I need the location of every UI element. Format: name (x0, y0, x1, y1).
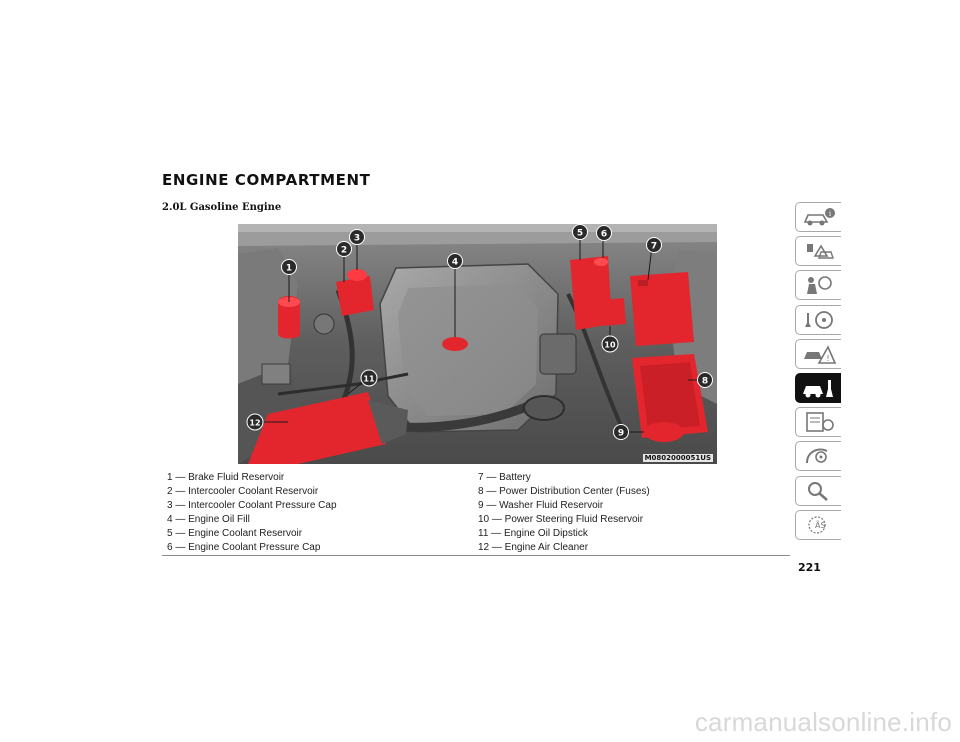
legend-item: 6 — Engine Coolant Pressure Cap (167, 541, 321, 553)
tab-languages[interactable]: ÃS (795, 509, 841, 540)
legend-item: 1 — Brake Fluid Reservoir (167, 472, 285, 483)
callout-label: 1 (286, 264, 292, 274)
callout-7: 7 (646, 237, 662, 253)
svg-text:!: ! (826, 354, 829, 363)
figure-code: M0802000051US (642, 454, 713, 462)
chapter-tabs: i ! (795, 202, 841, 544)
steering-wheel-icon (805, 310, 833, 329)
warning-lights-icon (807, 244, 834, 259)
callout-12: 12 (246, 413, 264, 431)
engine-compartment-figure: 1 2 3 4 5 6 7 8 9 10 11 12 M0802000051US (238, 224, 717, 464)
specifications-icon (806, 412, 834, 432)
callout-5: 5 (572, 224, 588, 240)
callout-label: 7 (651, 242, 657, 252)
callout-label: 2 (341, 246, 347, 256)
callout-10: 10 (601, 335, 619, 353)
callout-label: 3 (354, 234, 360, 244)
tab-getting-to-know-vehicle[interactable]: i (795, 202, 841, 232)
tab-in-case-of-emergency[interactable]: ! (795, 338, 841, 369)
callout-label: 11 (363, 375, 375, 384)
legend-item: 4 — Engine Oil Fill (167, 513, 250, 525)
callout-label: 8 (702, 377, 708, 387)
callout-label: 10 (604, 341, 616, 350)
legend-item: 5 — Engine Coolant Reservoir (167, 527, 303, 539)
legend-item: 3 — Intercooler Coolant Pressure Cap (167, 499, 337, 511)
tab-technical-specifications[interactable] (795, 407, 841, 438)
section-subtitle: 2.0L Gasoline Engine (162, 202, 282, 213)
legend: 1 — Brake Fluid Reservoir 2 — Intercoole… (162, 471, 790, 556)
callout-label: 4 (452, 258, 458, 268)
emergency-icon: ! (804, 344, 837, 364)
legend-item: 8 — Power Distribution Center (Fuses) (478, 485, 650, 497)
tab-multimedia[interactable] (795, 441, 841, 472)
legend-item: 2 — Intercooler Coolant Reservoir (167, 485, 319, 497)
callout-6: 6 (596, 225, 612, 241)
page-number: 221 (798, 561, 821, 574)
callout-4: 4 (447, 253, 463, 269)
tab-servicing-maintenance[interactable] (795, 372, 841, 403)
legend-right-column: 7 — Battery 8 — Power Distribution Cente… (478, 471, 650, 554)
callout-3: 3 (349, 229, 365, 245)
search-icon (808, 481, 828, 501)
legend-item: 7 — Battery (478, 472, 531, 483)
callout-11: 11 (360, 369, 378, 387)
multimedia-icon (806, 448, 828, 464)
callout-2: 2 (336, 241, 352, 257)
svg-text:i: i (829, 210, 832, 218)
callout-label: 9 (618, 429, 624, 439)
engine-illustration (238, 224, 717, 464)
legend-item: 11 — Engine Oil Dipstick (478, 527, 588, 539)
callout-layer: 1 2 3 4 5 6 7 8 9 10 11 12 (246, 224, 713, 440)
callout-label: 5 (577, 229, 583, 239)
svg-text:ÃS: ÃS (815, 520, 826, 530)
languages-icon: ÃS (808, 516, 826, 534)
car-info-icon: i (803, 208, 835, 226)
safety-icon (807, 276, 832, 295)
callout-label: 12 (249, 419, 260, 428)
legend-item: 9 — Washer Fluid Reservoir (478, 499, 604, 511)
tab-index[interactable] (795, 475, 841, 506)
tab-starting-operating[interactable] (795, 304, 841, 335)
tab-dashboard[interactable] (795, 236, 841, 267)
legend-item: 12 — Engine Air Cleaner (478, 541, 589, 553)
watermark: carmanualsonline.info (694, 707, 952, 737)
callout-1: 1 (281, 259, 297, 275)
callout-9: 9 (613, 424, 629, 440)
legend-left-column: 1 — Brake Fluid Reservoir 2 — Intercoole… (167, 471, 337, 554)
callout-label: 6 (601, 230, 607, 240)
callout-8: 8 (697, 372, 713, 388)
tab-safety[interactable] (795, 270, 841, 301)
legend-item: 10 — Power Steering Fluid Reservoir (478, 513, 644, 525)
servicing-icon (803, 379, 833, 398)
page-title: ENGINE COMPARTMENT (162, 171, 371, 189)
